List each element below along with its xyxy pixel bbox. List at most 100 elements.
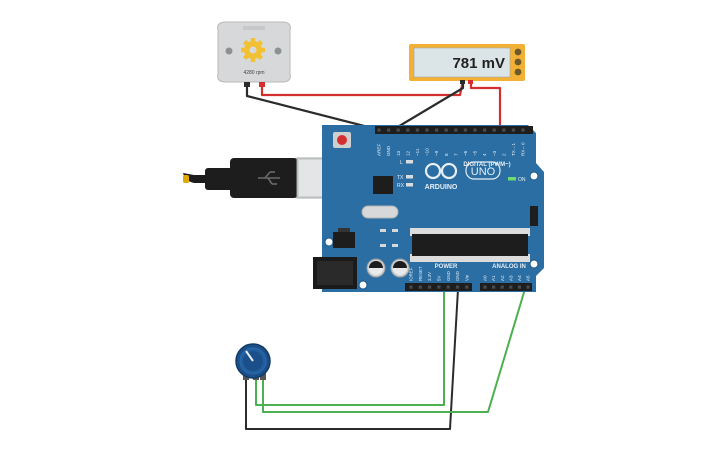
on-label: ON (518, 177, 526, 183)
analog-pin-label: A2 (500, 275, 505, 281)
arduino-infinity-logo-icon (424, 162, 458, 180)
capacitors (366, 258, 410, 278)
wire-motor-to-gnd-black[interactable] (245, 86, 373, 130)
power-pin-socket[interactable] (418, 285, 422, 289)
analog-pin-socket[interactable] (517, 285, 521, 289)
digital-pin-label: 8 (444, 153, 449, 156)
digital-pin-label: ~10 (425, 148, 430, 156)
digital-pin-socket[interactable] (483, 128, 487, 132)
power-pin-socket[interactable] (409, 285, 413, 289)
meter-mode-v-button-icon[interactable] (514, 48, 522, 56)
atmega-microcontroller (410, 228, 530, 262)
digital-pin-socket[interactable] (492, 128, 496, 132)
wire-pot-to-a5-green[interactable] (262, 288, 526, 413)
bottom-pin-row (409, 285, 530, 289)
power-pin-label: IOREF (409, 267, 414, 281)
analog-pin-socket[interactable] (483, 285, 487, 289)
power-pin-label: GND (446, 271, 451, 281)
digital-pin-label: RX←0 (521, 142, 526, 156)
power-pin-socket[interactable] (465, 285, 469, 289)
digital-pin-label: GND (386, 145, 391, 156)
digital-pin-label: 7 (453, 153, 458, 156)
led-label-rx: RX (397, 183, 405, 189)
digital-pin-label: ~5 (473, 150, 478, 156)
digital-pin-label: ~3 (492, 150, 497, 156)
dc-barrel-jack (313, 257, 357, 289)
analog-pin-label: A0 (483, 275, 488, 281)
digital-pin-socket[interactable] (473, 128, 477, 132)
analog-pin-socket[interactable] (492, 285, 496, 289)
led-label-tx: TX (397, 175, 404, 181)
analog-pin-label: A3 (508, 275, 513, 281)
analog-pin-socket[interactable] (500, 285, 504, 289)
wires (245, 79, 526, 430)
digital-pin-socket[interactable] (406, 128, 410, 132)
potentiometer[interactable] (235, 343, 271, 380)
digital-pin-socket[interactable] (415, 128, 419, 132)
digital-pin-label: 12 (405, 150, 410, 156)
analog-pin-label: A1 (491, 275, 496, 281)
analog-pin-socket[interactable] (509, 285, 513, 289)
crystal-oscillator (361, 205, 399, 219)
wire-meter-to-gnd-black[interactable] (395, 80, 465, 129)
voltage-regulator (333, 232, 355, 248)
digital-pin-label: TX→1 (511, 143, 516, 156)
analog-pin-label: A5 (526, 275, 531, 281)
icsp-header (530, 206, 538, 226)
digital-pin-socket[interactable] (502, 128, 506, 132)
analog-in-label: ANALOG IN (492, 264, 526, 270)
uno-model-label: UNO (471, 166, 496, 178)
meter-mode-a-button-icon[interactable] (514, 58, 522, 66)
digital-label: DIGITAL (PWM~) (463, 162, 510, 168)
power-pin-socket[interactable] (428, 285, 432, 289)
digital-pin-label: 4 (482, 153, 487, 156)
power-label: POWER (435, 264, 458, 270)
power-pin-socket[interactable] (437, 285, 441, 289)
multimeter-reading: 781 mV (452, 55, 505, 72)
power-led-icon (508, 177, 516, 181)
digital-pin-socket[interactable] (425, 128, 429, 132)
digital-pin-socket[interactable] (435, 128, 439, 132)
reset-button[interactable] (333, 132, 351, 148)
motor-rpm-label: 4280 rpm (243, 70, 264, 76)
digital-pin-socket[interactable] (377, 128, 381, 132)
power-pin-label: 3.3V (427, 272, 432, 281)
usb-symbol-icon (258, 171, 280, 185)
power-pin-label: 5V (437, 276, 442, 281)
digital-header (375, 126, 533, 134)
digital-pin-row (377, 128, 525, 132)
digital-pin-socket[interactable] (387, 128, 391, 132)
multimeter[interactable]: 781 mV (409, 44, 525, 84)
wire-meter-to-pin3-red[interactable] (469, 80, 502, 128)
gear-icon (241, 38, 265, 62)
digital-pin-socket[interactable] (463, 128, 467, 132)
digital-pin-label: ~6 (463, 150, 468, 156)
led-label-l: L (400, 160, 403, 166)
digital-pin-socket[interactable] (454, 128, 458, 132)
analog-pin-socket[interactable] (526, 285, 530, 289)
digital-pin-label: ~9 (434, 150, 439, 156)
analog-pin-label: A4 (517, 275, 522, 281)
wire-pot-to-5v-green[interactable] (255, 289, 445, 406)
digital-pin-socket[interactable] (444, 128, 448, 132)
digital-pin-socket[interactable] (511, 128, 515, 132)
digital-pin-label: 13 (396, 150, 401, 156)
power-pin-label: RESET (418, 266, 423, 281)
analog-header (480, 283, 532, 291)
power-pin-label: Vin (464, 274, 469, 281)
power-pin-label: GND (455, 271, 460, 281)
digital-pin-socket[interactable] (396, 128, 400, 132)
usb-chip (373, 176, 393, 194)
wire-motor-to-meter-red[interactable] (260, 79, 465, 97)
power-pin-socket[interactable] (446, 285, 450, 289)
dc-motor[interactable]: 4280 rpm (217, 21, 291, 87)
digital-pin-label: ~11 (415, 148, 420, 156)
digital-pin-socket[interactable] (521, 128, 525, 132)
power-pin-socket[interactable] (455, 285, 460, 289)
meter-mode-r-button-icon[interactable] (514, 68, 522, 76)
wire-pot-to-gnd-black[interactable] (245, 288, 459, 430)
